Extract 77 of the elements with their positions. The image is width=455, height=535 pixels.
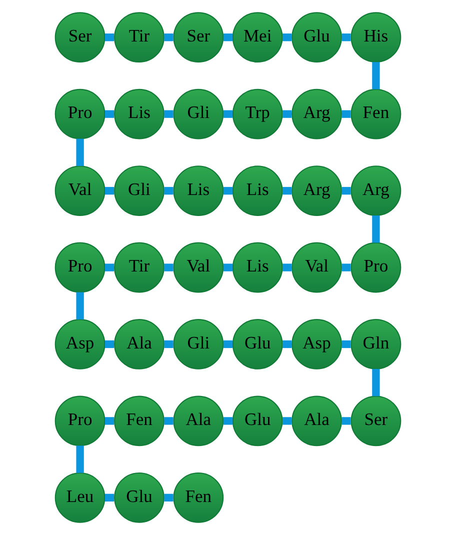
node-circle: Ala <box>114 319 164 370</box>
node-circle: Ala <box>172 396 224 446</box>
node-circle: Gli <box>172 319 224 370</box>
node-circle: Ser <box>54 12 105 63</box>
node-circle: Gln <box>350 319 401 370</box>
connector <box>76 446 84 473</box>
node-circle: Fen <box>172 472 224 523</box>
connector <box>222 110 232 118</box>
node-circle: Lis <box>172 166 224 216</box>
connector <box>164 417 173 425</box>
node-circle: Leu <box>54 472 105 523</box>
connector <box>164 264 173 272</box>
node-circle: Trp <box>232 88 282 140</box>
node-circle: Arg <box>291 166 342 216</box>
connector <box>104 340 114 348</box>
connector <box>282 110 292 118</box>
connector <box>372 368 380 396</box>
node-circle: Lis <box>114 88 164 140</box>
connector <box>222 417 232 425</box>
node-circle: Val <box>172 242 224 293</box>
node-circle: Fen <box>350 88 401 140</box>
node-circle: Pro <box>54 396 105 446</box>
connector <box>104 264 114 272</box>
node-circle: Tir <box>114 12 164 63</box>
node-circle: Pro <box>350 242 401 293</box>
node-circle: Ala <box>291 396 342 446</box>
connector <box>341 34 350 42</box>
node-circle: Glu <box>291 12 342 63</box>
node-circle: Mei <box>232 12 282 63</box>
node-circle: Lis <box>232 242 282 293</box>
node-circle: Glu <box>232 396 282 446</box>
connector <box>104 186 114 195</box>
connector <box>76 292 84 320</box>
node-circle: Lis <box>232 166 282 216</box>
connector <box>104 34 114 42</box>
node-circle: Fen <box>114 396 164 446</box>
connector <box>341 417 350 425</box>
node-circle: Pro <box>54 242 105 293</box>
connector <box>282 417 292 425</box>
node-circle: Gli <box>172 88 224 140</box>
connector <box>341 110 350 118</box>
node-circle: Val <box>54 166 105 216</box>
connector <box>341 264 350 272</box>
node-circle: Ser <box>172 12 224 63</box>
node-circle: Glu <box>232 319 282 370</box>
node-circle: Gli <box>114 166 164 216</box>
connector <box>164 494 173 502</box>
connector <box>282 340 292 348</box>
node-circle: Arg <box>291 88 342 140</box>
connector <box>164 110 173 118</box>
connector <box>282 264 292 272</box>
node-circle: Pro <box>54 88 105 140</box>
connector <box>104 417 114 425</box>
connector <box>222 340 232 348</box>
connector <box>76 138 84 166</box>
connector <box>341 186 350 195</box>
connector <box>341 340 350 348</box>
connector <box>222 186 232 195</box>
connector <box>222 34 232 42</box>
connector <box>372 215 380 243</box>
node-circle: Glu <box>114 472 164 523</box>
connector <box>104 110 114 118</box>
connector <box>372 62 380 90</box>
node-circle: Ser <box>350 396 401 446</box>
connector <box>164 34 173 42</box>
node-circle: Asp <box>54 319 105 370</box>
connector <box>282 186 292 195</box>
connector <box>222 264 232 272</box>
node-circle: Tir <box>114 242 164 293</box>
connector <box>164 186 173 195</box>
node-circle: Arg <box>350 166 401 216</box>
node-circle: Asp <box>291 319 342 370</box>
node-circle: His <box>350 12 401 63</box>
connector <box>104 494 114 502</box>
connector <box>282 34 292 42</box>
connector <box>164 340 173 348</box>
node-circle: Val <box>291 242 342 293</box>
